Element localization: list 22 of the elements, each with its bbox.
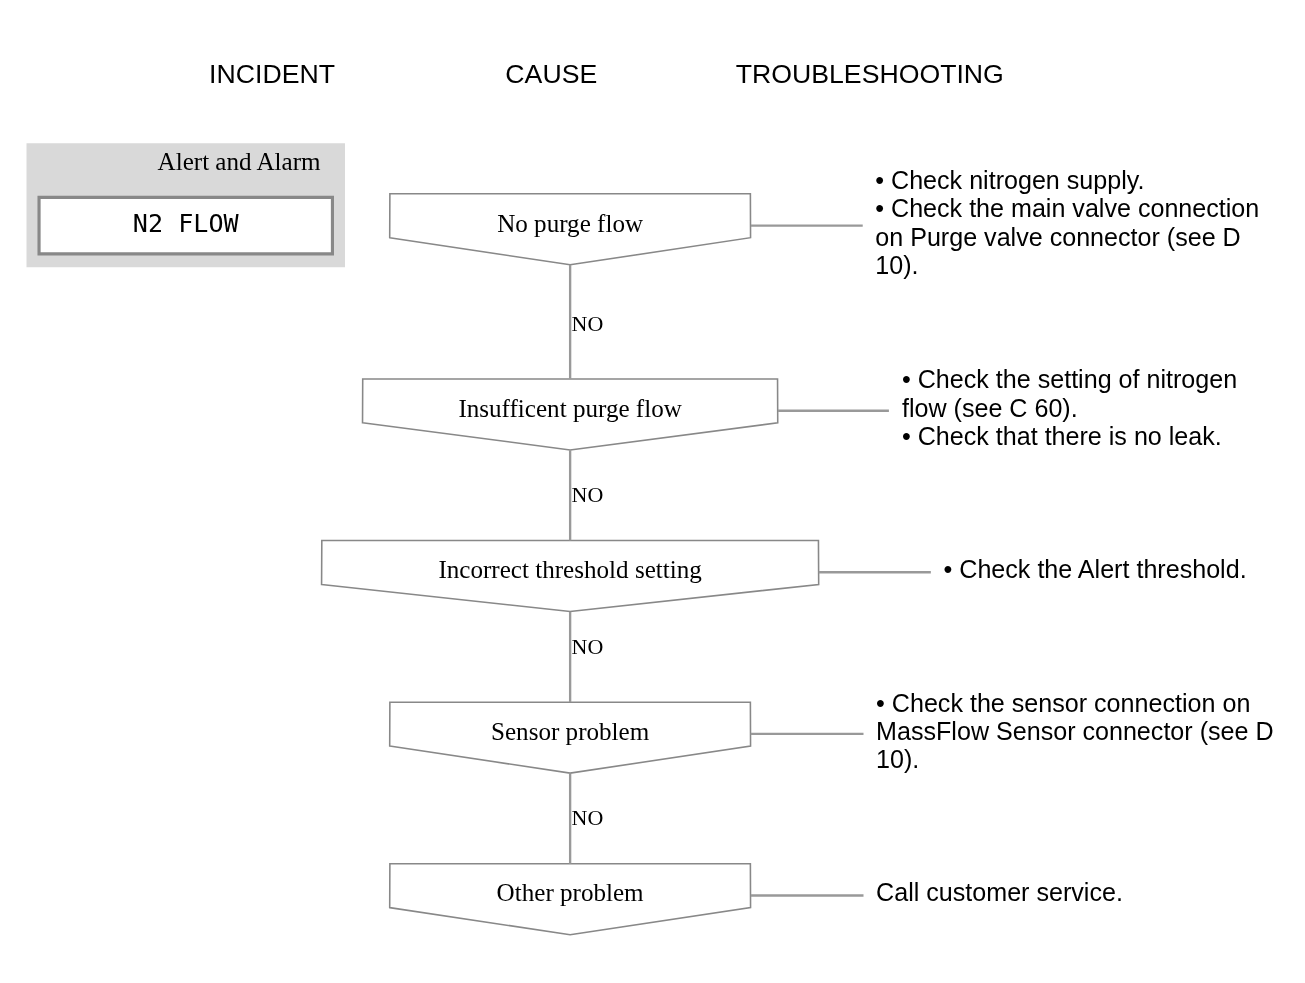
edge-label: NO xyxy=(571,311,604,336)
edge-label: NO xyxy=(571,482,604,508)
connector xyxy=(568,264,572,379)
connector xyxy=(750,894,864,897)
connector xyxy=(778,409,889,412)
connector xyxy=(750,224,863,227)
connector xyxy=(568,450,572,541)
connector xyxy=(750,732,864,736)
label: INCIDENT xyxy=(209,58,335,89)
node-text: • Check the Alert threshold. xyxy=(943,555,1247,584)
edge-label: NO xyxy=(571,805,604,831)
label: CAUSE xyxy=(505,58,598,89)
node-text: • Check the sensor connection on MassFlow Sensor connector (see D 10). xyxy=(876,688,1274,774)
node-text: • Check the setting of nitrogen flow (see C 60). • Check that there is no leak. xyxy=(901,365,1238,450)
edge-label: NO xyxy=(571,634,604,660)
label: TROUBLESHOOTING xyxy=(735,58,1004,89)
node-box: N2 FLOW xyxy=(37,195,334,256)
connector xyxy=(818,571,931,574)
node-text: • Check nitrogen supply. • Check the main valve connection on Purge valve connector (see D 10). xyxy=(875,166,1260,279)
connector xyxy=(568,611,572,703)
connector xyxy=(568,773,572,864)
node-text: Call customer service. xyxy=(876,878,1123,907)
